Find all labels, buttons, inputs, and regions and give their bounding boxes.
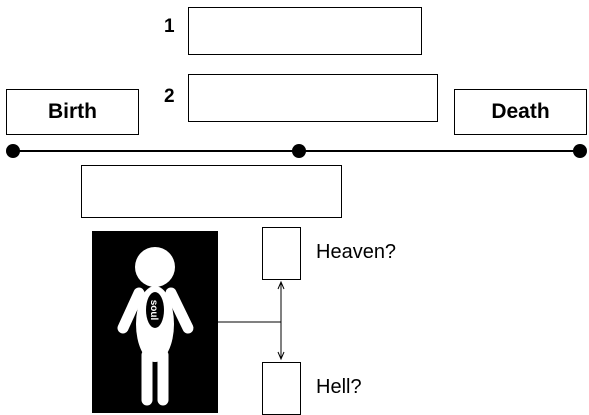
figure-right-arm xyxy=(165,287,194,334)
heaven-box xyxy=(262,227,301,280)
figure-head xyxy=(135,247,175,287)
heaven-label: Heaven? xyxy=(316,241,397,263)
timeline-start-dot xyxy=(6,144,20,158)
human-figure-panel: soul xyxy=(92,231,218,413)
blank-box-3 xyxy=(81,165,342,218)
soul-label: soul xyxy=(148,300,159,321)
death-label: Death xyxy=(491,100,550,123)
arrow-down-head xyxy=(277,351,285,361)
birth-label: Birth xyxy=(48,100,97,123)
death-box: Death xyxy=(454,89,587,135)
hell-box xyxy=(262,362,301,415)
soul-oval xyxy=(146,292,164,328)
blank-box-2 xyxy=(188,74,438,122)
number-2-label: 2 xyxy=(164,86,175,107)
arrow-up-head xyxy=(277,280,285,290)
number-1-label: 1 xyxy=(164,16,175,37)
blank-box-1 xyxy=(188,7,422,55)
timeline-end-dot xyxy=(573,144,587,158)
timeline-middle-dot xyxy=(292,144,306,158)
hell-label: Hell? xyxy=(316,376,362,398)
birth-box: Birth xyxy=(6,89,139,135)
figure-left-arm xyxy=(117,287,145,334)
